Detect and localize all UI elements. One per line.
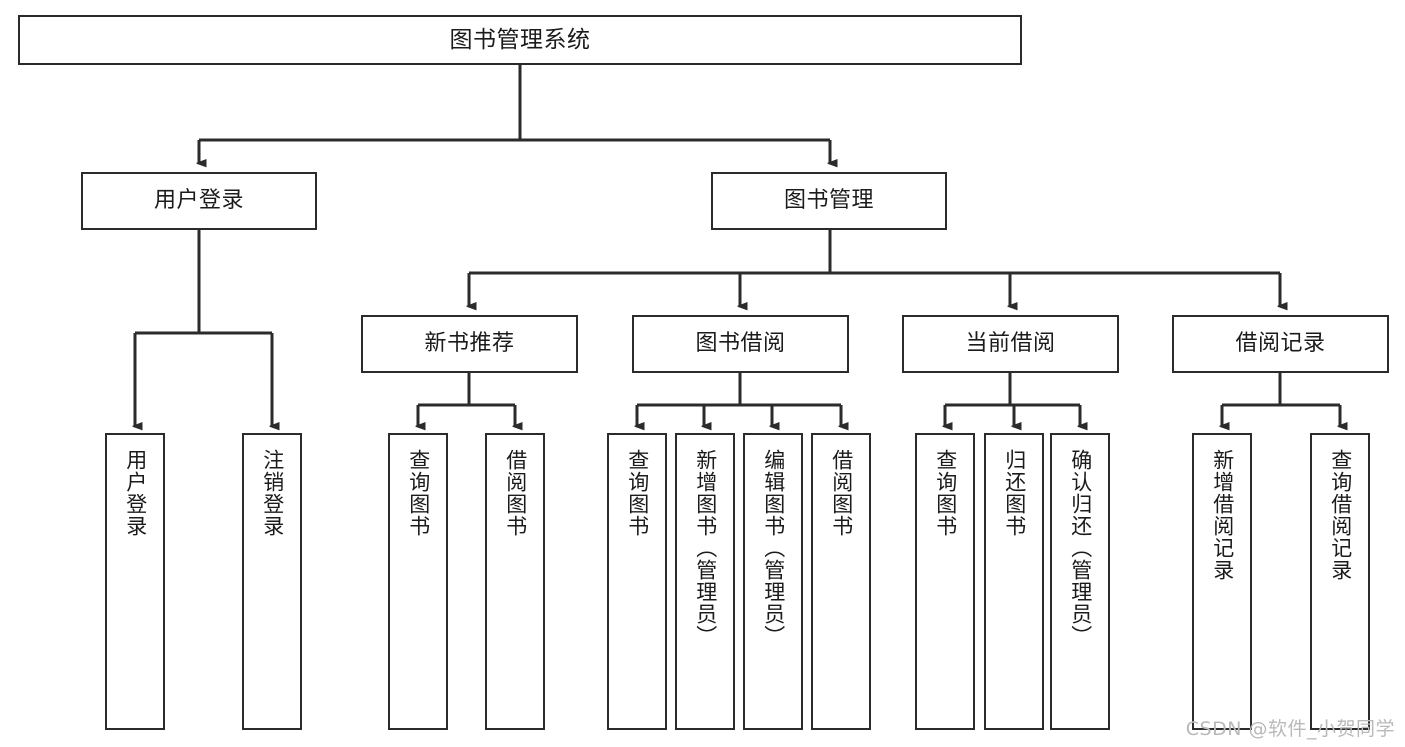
node-label: 借阅记录	[1235, 331, 1326, 357]
node-label: 图书管理	[783, 188, 874, 214]
node-label: 确认归还（管理员）	[1068, 449, 1093, 647]
node-borrow-record[interactable]: 借阅记录	[1172, 315, 1389, 373]
leaf-current-confirm-return[interactable]: 确认归还（管理员）	[1050, 433, 1110, 730]
leaf-record-query[interactable]: 查询借阅记录	[1310, 433, 1370, 730]
node-label: 归还图书	[1002, 449, 1027, 537]
leaf-borrow-add-book[interactable]: 新增图书（管理员）	[675, 433, 735, 730]
leaf-record-add[interactable]: 新增借阅记录	[1192, 433, 1252, 730]
node-label: 新书推荐	[424, 331, 515, 357]
node-root-system[interactable]: 图书管理系统	[18, 15, 1022, 65]
node-book-borrow[interactable]: 图书借阅	[632, 315, 849, 373]
node-label: 查询图书	[406, 449, 431, 537]
node-label: 图书管理系统	[449, 26, 591, 53]
leaf-borrow-edit-book[interactable]: 编辑图书（管理员）	[743, 433, 803, 730]
leaf-new-book-borrow[interactable]: 借阅图书	[485, 433, 545, 730]
node-book-management[interactable]: 图书管理	[711, 172, 947, 230]
node-label: 查询借阅记录	[1328, 449, 1353, 581]
node-label: 查询图书	[933, 449, 958, 537]
leaf-borrow-query-book[interactable]: 查询图书	[607, 433, 667, 730]
node-new-book-recommend[interactable]: 新书推荐	[361, 315, 578, 373]
node-label: 用户登录	[123, 449, 148, 537]
node-label: 借阅图书	[829, 449, 854, 537]
node-label: 查询图书	[625, 449, 650, 537]
leaf-current-query-book[interactable]: 查询图书	[915, 433, 975, 730]
leaf-borrow-borrow-book[interactable]: 借阅图书	[811, 433, 871, 730]
node-label: 借阅图书	[503, 449, 528, 537]
leaf-new-book-query[interactable]: 查询图书	[388, 433, 448, 730]
node-user-login[interactable]: 用户登录	[81, 172, 317, 230]
node-label: 图书借阅	[695, 331, 786, 357]
leaf-user-login[interactable]: 用户登录	[105, 433, 165, 730]
node-label: 新增图书（管理员）	[693, 449, 718, 647]
node-label: 用户登录	[153, 188, 244, 214]
node-label: 编辑图书（管理员）	[761, 449, 786, 647]
node-label: 注销登录	[260, 449, 285, 537]
node-current-borrow[interactable]: 当前借阅	[902, 315, 1119, 373]
node-label: 新增借阅记录	[1210, 449, 1235, 581]
leaf-current-return-book[interactable]: 归还图书	[984, 433, 1044, 730]
leaf-logout[interactable]: 注销登录	[242, 433, 302, 730]
node-label: 当前借阅	[965, 331, 1056, 357]
